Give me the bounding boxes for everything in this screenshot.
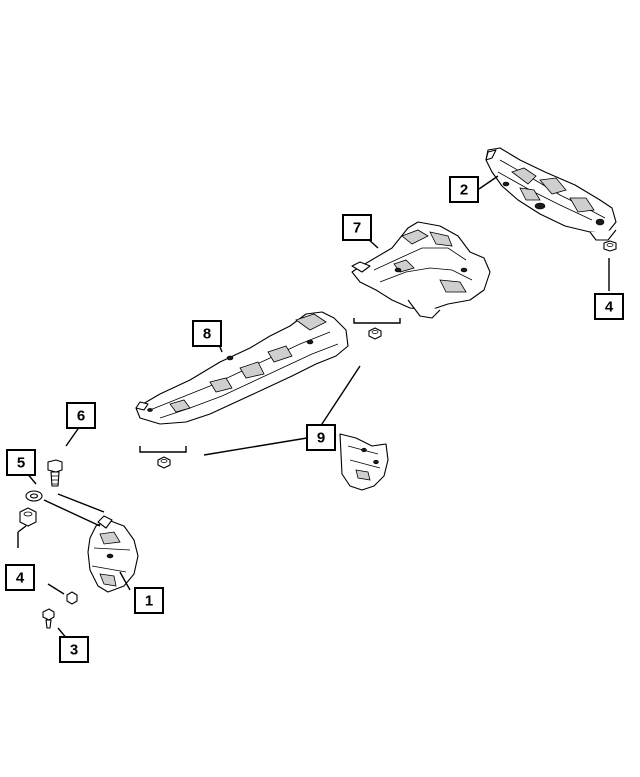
bolt-5: [47, 459, 63, 487]
callout-label: 5: [17, 455, 25, 472]
callout-9: 9: [306, 424, 336, 451]
callout-label: 9: [317, 430, 325, 447]
flange-nut-rear: [603, 240, 617, 252]
heat-shield-bracket: [339, 433, 389, 491]
callout-7: 7: [342, 214, 372, 241]
callout-label: 4: [605, 299, 614, 316]
callout-label: 6: [77, 408, 85, 425]
callout-5: 5: [6, 449, 36, 476]
callout-1: 1: [134, 587, 164, 614]
callout-label: 2: [460, 182, 468, 199]
washer-6: [25, 490, 43, 502]
callout-label: 1: [145, 593, 153, 610]
flange-nut-intermediate: [368, 327, 382, 340]
flange-nut-front-floor: [157, 456, 171, 469]
callout-label: 4: [16, 570, 25, 587]
heat-shield-rear: [485, 147, 617, 241]
heat-shield-front-floor: [135, 311, 349, 425]
callout-2: 2: [449, 176, 479, 203]
callout-label: 3: [70, 642, 78, 659]
callout-label: 8: [203, 326, 211, 343]
screw-3: [42, 608, 55, 629]
catalytic-converter-shield: [87, 515, 139, 593]
callout-4-front: 4: [5, 564, 35, 591]
callout-6: 6: [66, 402, 96, 429]
callout-4-rear: 4: [594, 293, 624, 320]
callout-label: 7: [353, 220, 361, 237]
nut-4-front: [19, 507, 37, 527]
callout-3: 3: [59, 636, 89, 663]
heat-shield-intermediate: [351, 221, 491, 319]
nut-4-small: [66, 591, 78, 605]
callout-8: 8: [192, 320, 222, 347]
